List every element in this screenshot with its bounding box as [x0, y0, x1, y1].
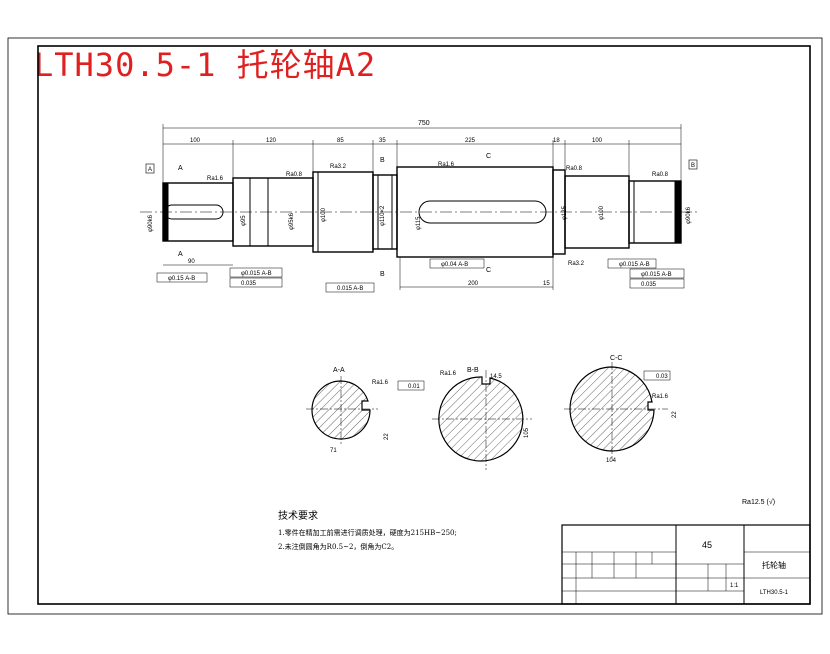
- tol-4: 0.015 A-B: [337, 286, 363, 292]
- top-dimensions: [162, 124, 682, 183]
- datum-a: A: [148, 167, 152, 173]
- dim-overall: 750: [418, 120, 430, 127]
- roughness-10: Ra1.6: [652, 394, 669, 400]
- roughness-8: Ra1.6: [372, 380, 389, 386]
- roughness-6: Ra0.8: [652, 172, 669, 178]
- bb-width: 14.5: [490, 374, 502, 380]
- dia-d8: φ100: [599, 205, 605, 220]
- section-mark-b-top: B: [380, 157, 385, 164]
- dia-d2: φ95: [241, 215, 247, 226]
- title-block-scale: 1:1: [730, 583, 739, 589]
- dia-d4: φ100: [321, 207, 327, 222]
- roughness-4: Ra1.6: [438, 162, 455, 168]
- dim-shoulder-right: 15: [543, 281, 550, 287]
- dim-seg-5: 225: [465, 138, 476, 144]
- aa-width: 71: [330, 448, 337, 454]
- roughness-2: Ra0.8: [286, 172, 303, 178]
- requirements-heading: 技术要求: [278, 509, 318, 522]
- tol-1: φ0.15 A-B: [168, 276, 195, 282]
- outer-border: [7, 37, 823, 615]
- roughness-9: Ra1.6: [440, 371, 457, 377]
- shaft-main-view: [140, 166, 700, 258]
- dim-seg-4: 35: [379, 138, 386, 144]
- requirements-line-2: 2.未注倒圆角为R0.5~2，倒角为C2。: [278, 542, 398, 551]
- roughness-1: Ra1.6: [207, 176, 224, 182]
- title-block-part-name: 托轮轴: [762, 560, 786, 570]
- section-cc: [564, 362, 671, 458]
- tol-6: φ0.015 A-B: [619, 262, 650, 268]
- section-cc-label: C-C: [610, 355, 622, 362]
- tol-10: 0.03: [656, 374, 668, 380]
- section-bb-label: B-B: [467, 367, 479, 374]
- tol-9: 0.01: [408, 384, 420, 390]
- aa-depth: 22: [384, 433, 390, 440]
- tol-7: φ0.015 A-B: [641, 272, 672, 278]
- title-block-material: 45: [702, 540, 712, 550]
- dim-seg-2: 120: [266, 138, 277, 144]
- section-aa-label: A-A: [333, 367, 345, 374]
- dim-seg-7: 100: [592, 138, 603, 144]
- roughness-3: Ra3.2: [330, 164, 347, 170]
- title-block: [561, 524, 811, 605]
- datum-b-box: [688, 159, 698, 170]
- section-bb: [432, 370, 532, 470]
- dia-d6: φ115: [416, 216, 422, 230]
- dim-keyway-left: 90: [188, 259, 195, 265]
- datum-b: B: [691, 163, 695, 169]
- section-mark-a-bottom: A: [178, 251, 183, 258]
- dia-d9: φ90k6: [686, 206, 692, 224]
- roughness-5: Ra0.8: [566, 166, 583, 172]
- section-aa: [306, 376, 425, 444]
- dim-seg-1: 100: [190, 138, 201, 144]
- cc-depth: 22: [672, 411, 678, 418]
- dia-d3: φ95k6: [289, 212, 295, 230]
- bottom-dimensions: [163, 257, 554, 290]
- tolerance-frames: [156, 258, 685, 293]
- dia-d5: φ110×2: [380, 205, 386, 226]
- drawing-title: LTH30.5-1 托轮轴A2: [34, 46, 377, 84]
- section-mark-c-bottom: C: [486, 267, 491, 274]
- requirements-line-1: 1.零件在精加工前需进行调质处理，硬度为215HB~250;: [278, 528, 457, 537]
- tol-8: 0.035: [641, 282, 657, 288]
- tol-5: φ0.04 A-B: [441, 262, 468, 268]
- section-mark-a-top: A: [178, 165, 183, 172]
- bb-depth: 105: [524, 427, 530, 438]
- tol-3: 0.035: [241, 281, 257, 287]
- dia-d7: φ125: [562, 205, 568, 220]
- dim-seg-6: 18: [553, 138, 560, 144]
- roughness-7: Ra3.2: [568, 261, 585, 267]
- title-block-drawing-no: LTH30.5-1: [760, 590, 789, 596]
- section-mark-b-bottom: B: [380, 271, 385, 278]
- surface-roughness-note: Ra12.5 (√): [742, 498, 775, 506]
- dim-seg-3: 85: [337, 138, 344, 144]
- tol-2: φ0.015 A-B: [241, 271, 272, 277]
- inner-border: [37, 45, 811, 605]
- dia-d1: φ90k6: [148, 214, 154, 232]
- section-mark-c-top: C: [486, 153, 491, 160]
- cc-width: 104: [606, 458, 617, 464]
- datum-a-box: [145, 163, 155, 174]
- dim-keyway-right: 200: [468, 281, 479, 287]
